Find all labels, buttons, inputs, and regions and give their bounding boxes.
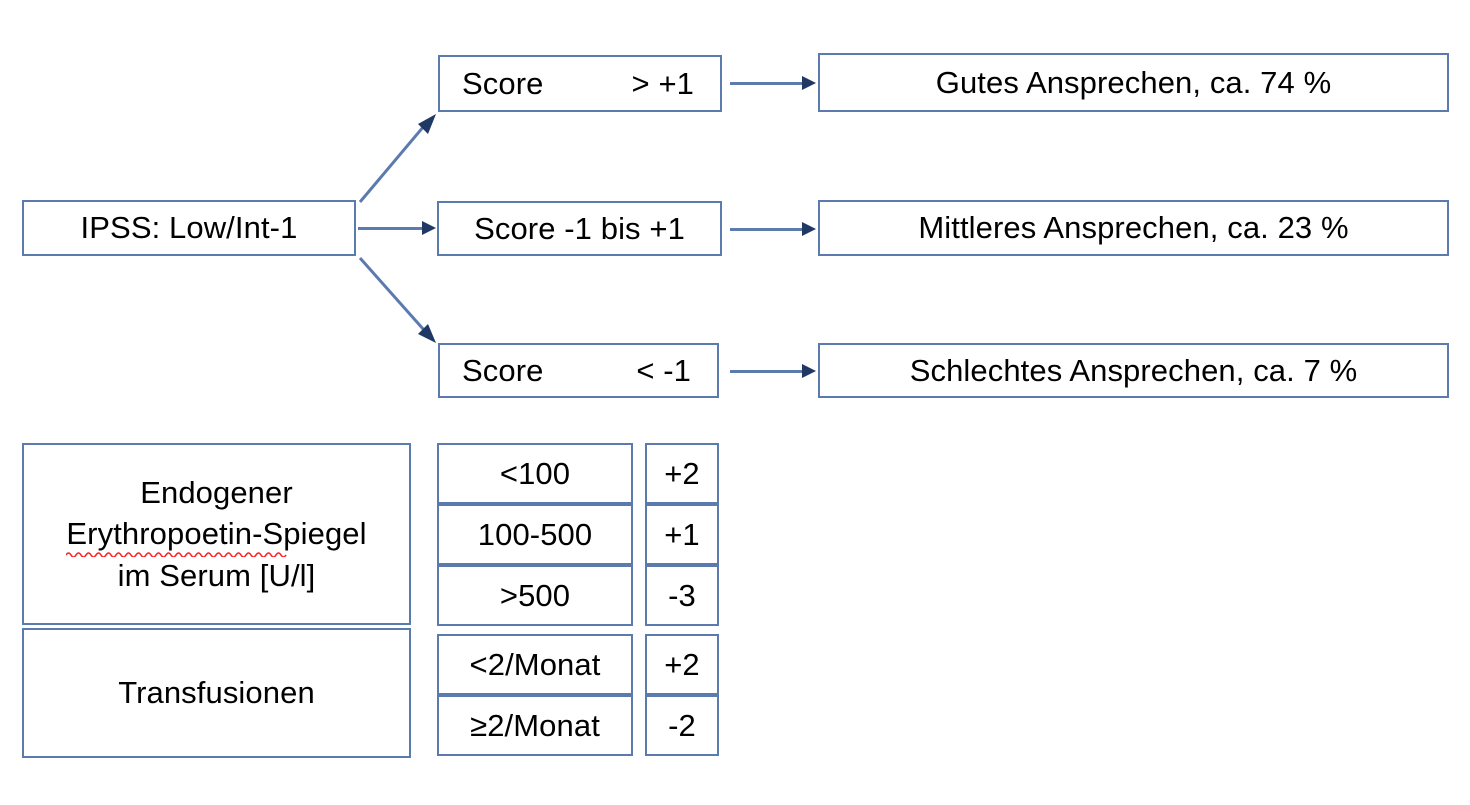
table-cell-value[interactable]: >500 xyxy=(437,565,633,626)
arrow-mid-to-outcome xyxy=(730,219,818,239)
condition-value-low: < -1 xyxy=(636,352,691,388)
arrow-head xyxy=(422,221,436,235)
outcome-label-medium: Mittleres Ansprechen, ca. 23 % xyxy=(918,210,1349,246)
table-group-label-epo[interactable]: Endogener Erythropoetin-Spiegel im Serum… xyxy=(22,443,411,625)
arrow-low-to-outcome xyxy=(730,361,818,381)
table-group-label-transfusions[interactable]: Transfusionen xyxy=(22,628,411,758)
arrow-head xyxy=(802,76,816,90)
table-cell-score[interactable]: +2 xyxy=(645,443,719,504)
condition-box-low[interactable]: Score < -1 xyxy=(438,343,719,398)
condition-label-mid: Score -1 bis +1 xyxy=(474,210,685,246)
table-cell-value-text: >500 xyxy=(499,577,571,613)
condition-label-low: Score xyxy=(462,352,544,388)
table-cell-score-text: +2 xyxy=(664,646,700,682)
arrow-root-to-high xyxy=(358,114,436,203)
arrow-high-to-outcome xyxy=(730,73,818,93)
table-cell-value[interactable]: ≥2/Monat xyxy=(437,695,633,756)
table-cell-value-text: <100 xyxy=(499,455,571,491)
arrow-shaft xyxy=(730,228,804,231)
root-label-ipss: IPSS: Low/Int-1 xyxy=(80,210,298,246)
label-line-2: Erythropoetin-Spiegel xyxy=(66,516,367,552)
arrow-head xyxy=(802,364,816,378)
table-cell-value-text: <2/Monat xyxy=(469,646,601,682)
table-cell-score[interactable]: +2 xyxy=(645,634,719,695)
arrow-shaft xyxy=(358,227,424,230)
table-cell-value[interactable]: <2/Monat xyxy=(437,634,633,695)
arrow-shaft xyxy=(730,82,804,85)
table-group-label-epo-text: Endogener Erythropoetin-Spiegel im Serum… xyxy=(24,472,409,596)
outcome-box-medium[interactable]: Mittleres Ansprechen, ca. 23 % xyxy=(818,200,1449,256)
table-group-label-transfusions-text: Transfusionen xyxy=(118,675,315,711)
outcome-box-poor[interactable]: Schlechtes Ansprechen, ca. 7 % xyxy=(818,343,1449,398)
outcome-box-good[interactable]: Gutes Ansprechen, ca. 74 % xyxy=(818,53,1449,112)
table-cell-score-text: +2 xyxy=(664,455,700,491)
label-line-1: Endogener xyxy=(140,475,293,511)
arrow-root-to-mid xyxy=(358,218,440,238)
table-cell-value-text: 100-500 xyxy=(477,516,593,552)
condition-box-high[interactable]: Score > +1 xyxy=(438,55,722,112)
outcome-label-good: Gutes Ansprechen, ca. 74 % xyxy=(935,64,1332,100)
table-cell-score-text: +1 xyxy=(664,516,700,552)
table-cell-value[interactable]: 100-500 xyxy=(437,504,633,565)
table-cell-score[interactable]: -3 xyxy=(645,565,719,626)
label-line-3: im Serum [U/l] xyxy=(117,557,316,593)
condition-label-high: Score xyxy=(462,65,544,101)
table-cell-value-text: ≥2/Monat xyxy=(470,707,600,743)
root-box-ipss[interactable]: IPSS: Low/Int-1 xyxy=(22,200,356,256)
table-cell-score[interactable]: +1 xyxy=(645,504,719,565)
arrow-root-to-low xyxy=(358,257,436,343)
table-cell-value[interactable]: <100 xyxy=(437,443,633,504)
table-cell-score[interactable]: -2 xyxy=(645,695,719,756)
table-cell-score-text: -3 xyxy=(668,577,696,613)
outcome-label-poor: Schlechtes Ansprechen, ca. 7 % xyxy=(909,352,1358,388)
table-cell-score-text: -2 xyxy=(668,707,696,743)
arrow-head xyxy=(802,222,816,236)
condition-box-mid[interactable]: Score -1 bis +1 xyxy=(437,201,722,256)
spellcheck-squiggle-icon xyxy=(66,551,288,557)
condition-value-high: > +1 xyxy=(631,65,694,101)
arrow-shaft xyxy=(730,370,804,373)
